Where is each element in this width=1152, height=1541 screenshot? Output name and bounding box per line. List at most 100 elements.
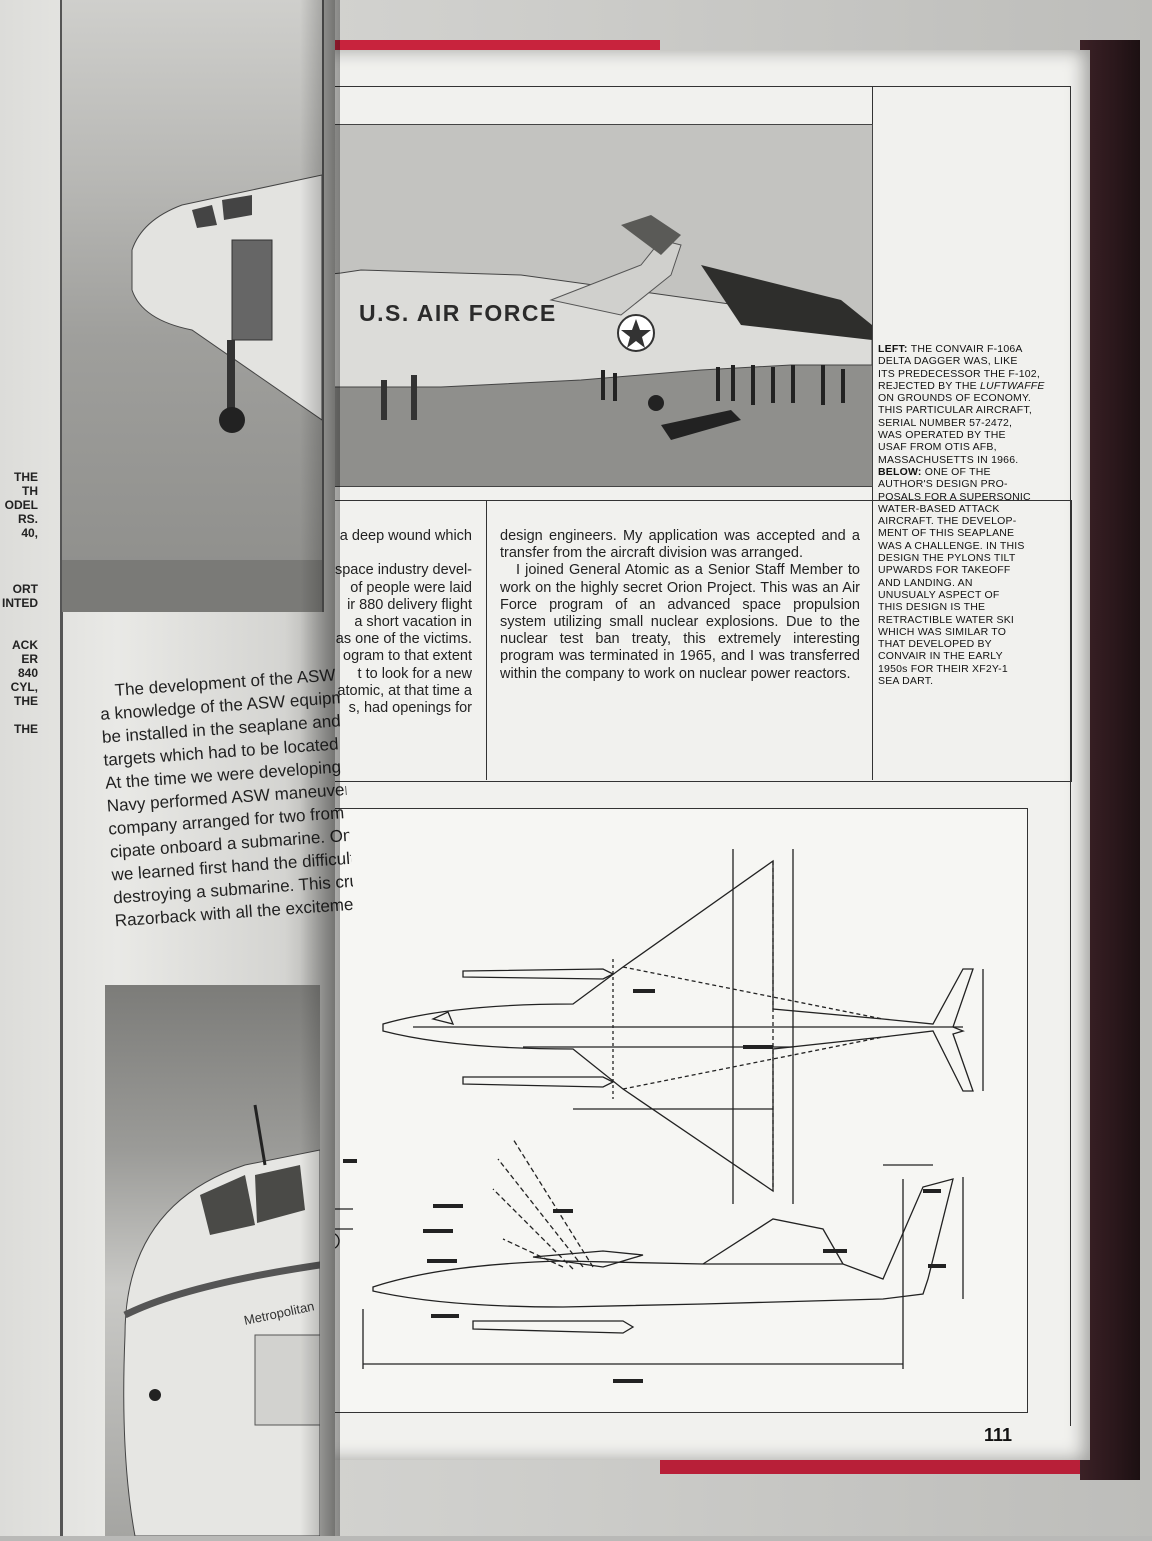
caption-line: WATER-BASED ATTACK: [878, 503, 1063, 515]
caption-line: MENT OF THIS SEAPLANE: [878, 527, 1063, 539]
page-gutter-shadow: [300, 0, 340, 1536]
margin-note: THE: [14, 722, 38, 736]
caption-text: UPWARDS FOR TAKEOFF: [878, 564, 1011, 577]
margin-note: THE: [14, 470, 38, 484]
margin-note: [0, 554, 60, 568]
caption-line: AUTHOR'S DESIGN PRO-: [878, 478, 1063, 490]
caption-text: CONVAIR IN THE EARLY: [878, 650, 1003, 663]
margin-note: [0, 708, 60, 722]
column-a-line: a short vacation in: [354, 614, 472, 631]
caption-line: UNUSUALY ASPECT OF: [878, 589, 1063, 601]
margin-note: CYL,: [10, 680, 38, 694]
margin-note: 840: [17, 666, 38, 680]
book-cover-edge: [1080, 40, 1140, 1480]
caption-line: REJECTED BY THE LUFTWAFFE: [878, 380, 1063, 392]
caption-line: WAS A CHALLENGE. IN THIS: [878, 540, 1063, 552]
page-number: 111: [984, 1425, 1013, 1445]
caption-text: MASSACHUSETTS IN 1966.: [878, 453, 1019, 466]
caption-line: AIRCRAFT. THE DEVELOP-: [878, 515, 1063, 527]
caption-line: WHICH WAS SIMILAR TO: [878, 626, 1063, 638]
f106-photo-graphic: U.S. AIR FORCE: [321, 125, 872, 486]
margin-note: 40,: [21, 526, 38, 540]
caption-line: THIS PARTICULAR AIRCRAFT,: [878, 404, 1063, 416]
caption-text: MENT OF THIS SEAPLANE: [878, 527, 1015, 540]
caption-text: SERIAL NUMBER 57-2472,: [878, 416, 1013, 429]
caption-line: DESIGN THE PYLONS TILT: [878, 552, 1063, 564]
caption-line: MASSACHUSETTS IN 1966.: [878, 454, 1063, 466]
caption-lead: LEFT:: [878, 343, 911, 355]
caption-text: AUTHOR'S DESIGN PRO-: [878, 478, 1008, 491]
margin-note: ER: [21, 652, 38, 666]
column-b-paragraph: I joined General Atomic as a Senior Staf…: [500, 562, 860, 682]
margin-note: [0, 610, 60, 624]
metropolitan-airliner-graphic: Metropolitan: [123, 1104, 321, 1537]
caption-line: DELTA DAGGER WAS, LIKE: [878, 355, 1063, 367]
caption-text: USAF FROM OTIS AFB,: [878, 441, 997, 454]
caption-line: UPWARDS FOR TAKEOFF: [878, 564, 1063, 576]
margin-note: ORT: [12, 582, 38, 596]
convair-880-photo-graphic: [62, 174, 323, 612]
column-divider: [486, 500, 487, 780]
caption-line: LEFT: THE CONVAIR F-106A: [878, 343, 1063, 355]
caption-line: BELOW: ONE OF THE: [878, 466, 1063, 478]
caption-line: THIS DESIGN IS THE: [878, 601, 1063, 613]
caption-text: RETRACTIBLE WATER SKI: [878, 613, 1015, 626]
margin-note: [0, 568, 60, 582]
margin-note: ACK: [12, 638, 38, 652]
margin-note: THE: [14, 694, 38, 708]
caption-line: CONVAIR IN THE EARLY: [878, 650, 1063, 662]
margin-note: TH: [22, 484, 38, 498]
caption-text: WAS OPERATED BY THE: [878, 429, 1006, 442]
caption-text: UNUSUALY ASPECT OF: [878, 588, 1000, 601]
fuselage-marking: U.S. AIR FORCE: [359, 300, 557, 326]
column-a-line: as one of the victims.: [335, 631, 472, 648]
caption-text: SEA DART.: [878, 675, 934, 688]
seaplane-drawing: [322, 808, 1028, 1413]
caption-text: DESIGN THE PYLONS TILT: [878, 552, 1016, 565]
caption-text: WATER-BASED ATTACK: [878, 502, 1000, 515]
frame-right-rule: [1070, 86, 1071, 1426]
caption-line: THAT DEVELOPED BY: [878, 638, 1063, 650]
caption-line: 1950s FOR THEIR XF2Y-1: [878, 663, 1063, 675]
caption-text: WAS A CHALLENGE. IN THIS: [878, 539, 1025, 552]
margin-note: RS.: [17, 512, 38, 526]
caption-text: DELTA DAGGER WAS, LIKE: [878, 355, 1018, 368]
caption-text: ON GROUNDS OF ECONOMY.: [878, 392, 1031, 405]
caption-text: WHICH WAS SIMILAR TO: [878, 625, 1007, 638]
caption-line: SEA DART.: [878, 675, 1063, 687]
caption-text: THE CONVAIR F-106A: [910, 343, 1023, 355]
red-bottom-band: [660, 1458, 1080, 1474]
column-a-line: ogram to that extent: [343, 648, 472, 665]
column-a-line: [322, 545, 472, 562]
caption-text: 1950s FOR THEIR XF2Y-1: [878, 662, 1008, 675]
seaplane-drawing-graphic: [322, 849, 984, 1383]
convair-880-photo: [62, 0, 324, 612]
caption-text: AIRCRAFT. THE DEVELOP-: [878, 515, 1017, 528]
caption-line: ON GROUNDS OF ECONOMY.: [878, 392, 1063, 404]
caption-text: POSALS FOR A SUPERSONIC: [878, 490, 1031, 503]
column-a-line: ir 880 delivery flight: [347, 596, 472, 613]
column-a-line: a deep wound which: [339, 528, 472, 544]
caption-text: THIS DESIGN IS THE: [878, 601, 986, 614]
caption-line: AND LANDING. AN: [878, 577, 1063, 589]
frame-top-rule: [320, 86, 1070, 87]
caption-line: RETRACTIBLE WATER SKI: [878, 614, 1063, 626]
caption-line: WAS OPERATED BY THE: [878, 429, 1063, 441]
column-b-text: design engineers. My application was acc…: [500, 528, 860, 683]
caption-text: AND LANDING. AN: [878, 576, 973, 589]
caption-text: ONE OF THE: [924, 465, 991, 478]
margin-note: INTED: [2, 596, 38, 610]
caption-text: ITS PREDECESSOR THE F-102,: [878, 367, 1040, 380]
column-a-line: s, had openings for: [348, 700, 472, 717]
caption-text: THAT DEVELOPED BY: [878, 638, 992, 651]
column-a-line: atomic, at that time a: [337, 682, 472, 699]
column-b-paragraph: design engineers. My application was acc…: [500, 528, 860, 562]
caption-line: SERIAL NUMBER 57-2472,: [878, 417, 1063, 429]
caption-line: POSALS FOR A SUPERSONIC: [878, 491, 1063, 503]
f106-photo: U.S. AIR FORCE: [320, 124, 873, 487]
caption-lead: BELOW:: [878, 465, 925, 478]
column-a-line: of people were laid: [350, 579, 472, 596]
caption-text: THIS PARTICULAR AIRCRAFT,: [878, 404, 1032, 417]
